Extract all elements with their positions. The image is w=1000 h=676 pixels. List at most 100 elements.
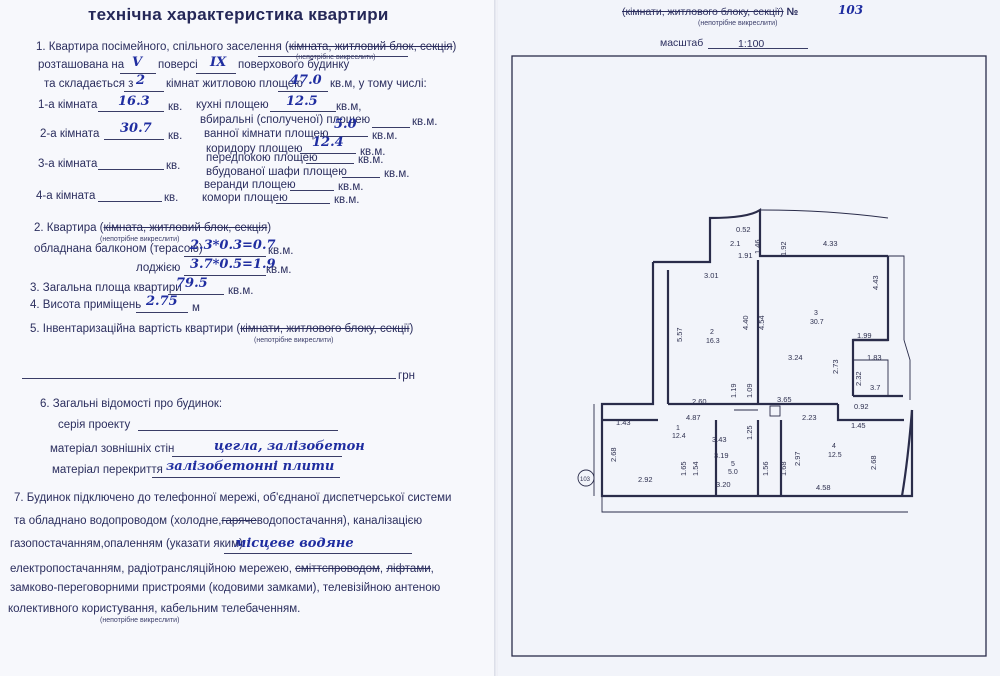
s1-pantry-unit: кв.м. bbox=[334, 194, 360, 206]
s1-hall-rule bbox=[306, 163, 354, 164]
scale-value: 1:100 bbox=[738, 38, 765, 50]
s1-bath-unit: кв.м. bbox=[372, 130, 398, 142]
s1-room1-rule bbox=[98, 111, 164, 112]
s4-label: 4. Висота приміщень bbox=[30, 299, 142, 311]
s1-room1-value: 16.3 bbox=[118, 94, 150, 109]
dim-21: 0.92 bbox=[854, 402, 869, 411]
s6-series-rule bbox=[138, 430, 338, 431]
s1-veranda-label: веранди площею bbox=[204, 179, 296, 191]
s5-currency: грн bbox=[398, 370, 415, 382]
s2-balcony-label: обладнана балконом (терасою) bbox=[34, 243, 203, 255]
s1-room2-unit: кв. bbox=[168, 130, 183, 142]
s5-line1: 5. Інвентаризаційна вартість квартири (к… bbox=[30, 323, 414, 335]
s1-corridor-label: коридору площею bbox=[206, 143, 303, 155]
s1-room1-label: 1-а кімната bbox=[38, 99, 98, 111]
plan-number: 103 bbox=[838, 3, 864, 17]
s1-corridor-rule bbox=[300, 153, 356, 154]
dim-37: 3.20 bbox=[716, 480, 731, 489]
s6-walls-label: матеріал зовнішніх стін bbox=[50, 443, 175, 455]
dim-29: 2.68 bbox=[609, 447, 618, 462]
s1-line1-rule bbox=[258, 56, 408, 57]
s1-veranda-unit: кв.м. bbox=[338, 181, 364, 193]
s1-room3-unit: кв. bbox=[166, 160, 181, 172]
s1-closet-unit: кв.м. bbox=[384, 168, 410, 180]
room-2-number: 2 bbox=[710, 329, 714, 336]
dim-9: 4.40 bbox=[741, 315, 750, 330]
dim-33: 1.68 bbox=[779, 461, 788, 476]
s7-line2: та обладнано водопроводом (холодне,гаряч… bbox=[14, 515, 423, 527]
right-page-plan: (кімнати, житлового блоку, секції) № 103… bbox=[498, 0, 1000, 676]
s1-hall-label: передпокою площею bbox=[206, 152, 318, 164]
dim-1: 2.1 bbox=[730, 239, 740, 248]
dim-8: 5.57 bbox=[675, 327, 684, 342]
plan-thin-lines bbox=[577, 209, 911, 513]
room-3-number: 3 bbox=[814, 310, 818, 317]
room-2-area: 16.3 bbox=[706, 338, 720, 345]
s7-line4: електропостачанням, радіотрансляційною м… bbox=[10, 563, 434, 575]
s1-closet-rule bbox=[342, 177, 380, 178]
dim-30: 1.65 bbox=[679, 461, 688, 476]
s3-rule bbox=[168, 294, 224, 295]
dim-22: 1.43 bbox=[616, 418, 631, 427]
s1-line1: 1. Квартира посімейного, спільного засел… bbox=[36, 41, 457, 53]
s3-unit: кв.м. bbox=[228, 285, 254, 297]
dim-19: 1.09 bbox=[745, 383, 754, 398]
s4-unit: м bbox=[192, 302, 200, 314]
room-3-area: 30.7 bbox=[810, 319, 824, 326]
s1-rooms-value: 2 bbox=[136, 73, 146, 88]
s1-room3-label: 3-а кімната bbox=[38, 158, 98, 170]
page-fold bbox=[494, 0, 500, 676]
s1-floors-total: IX bbox=[210, 55, 227, 70]
s6-walls-rule bbox=[172, 456, 342, 457]
dim-14: 2.73 bbox=[831, 359, 840, 374]
dim-15: 2.32 bbox=[854, 371, 863, 386]
dim-0: 0.52 bbox=[736, 225, 751, 234]
s2-loggia-value: 3.7*0.5=1.9 bbox=[190, 257, 276, 272]
s1-pantry-label: комори площею bbox=[202, 192, 288, 204]
s1-wc-rule bbox=[372, 127, 410, 128]
dim-11: 1.99 bbox=[857, 331, 872, 340]
dim-20: 3.65 bbox=[777, 395, 792, 404]
s1-room4-label: 4-а кімната bbox=[36, 190, 96, 202]
s1-pantry-rule bbox=[276, 203, 330, 204]
s1-kitchen-value: 12.5 bbox=[286, 94, 318, 109]
dim-31: 1.54 bbox=[691, 461, 700, 476]
s6-floors-label: матеріал перекриття bbox=[52, 464, 163, 476]
dim-7: 4.43 bbox=[871, 275, 880, 290]
s7-heating-value: місцеве водяне bbox=[234, 536, 354, 551]
plan-header-note: (непотрібне викреслити) bbox=[698, 20, 778, 27]
dim-39: 103 bbox=[580, 477, 591, 483]
dim-36: 2.92 bbox=[638, 475, 653, 484]
plan-frame bbox=[511, 55, 987, 657]
s2-loggia-label: лоджією bbox=[136, 262, 181, 274]
s6-floors-rule bbox=[152, 477, 340, 478]
room-1-number: 1 bbox=[676, 425, 680, 432]
s1-rooms-rule bbox=[124, 91, 164, 92]
dim-12: 1.83 bbox=[867, 353, 882, 362]
s1-wc-unit: кв.м. bbox=[412, 116, 438, 128]
s7-line3: газопостачанням,опаленням (указати яким) bbox=[10, 538, 243, 550]
s5-value-rule bbox=[22, 378, 396, 379]
plan-dimensions: 0.52 2.1 1.91 1.46 1.92 4.33 3.01 4.43 5… bbox=[580, 225, 882, 492]
s7-note: (непотрібне викреслити) bbox=[100, 617, 180, 624]
dim-3: 1.46 bbox=[753, 239, 762, 254]
s2-balcony-unit: кв.м. bbox=[268, 245, 294, 257]
s1-veranda-rule bbox=[290, 190, 334, 191]
s6-floors-value: залізобетонні плити bbox=[166, 459, 335, 474]
dim-10: 4.54 bbox=[757, 315, 766, 330]
s1-rooms-mid: кімнат житловою площею bbox=[166, 78, 303, 90]
dim-18: 1.19 bbox=[729, 383, 738, 398]
dim-16: 3.7 bbox=[870, 383, 880, 392]
plan-header: (кімнати, житлового блоку, секції) № bbox=[622, 6, 799, 18]
s3-total-area: 79.5 bbox=[176, 276, 208, 291]
dim-28: 3.19 bbox=[714, 451, 729, 460]
s6-walls-value: цегла, залізобетон bbox=[214, 439, 365, 454]
s1-note: (непотрібне викреслити) bbox=[296, 54, 376, 61]
s1-bath-value: 5.0 bbox=[334, 117, 357, 132]
dim-23: 4.87 bbox=[686, 413, 701, 422]
room-1-area: 12.4 bbox=[672, 433, 686, 440]
s1-room1-unit: кв. bbox=[168, 101, 183, 113]
s1-bath-rule bbox=[320, 136, 368, 137]
dim-4: 1.92 bbox=[779, 241, 788, 256]
s1-room2-value: 30.7 bbox=[120, 121, 152, 136]
